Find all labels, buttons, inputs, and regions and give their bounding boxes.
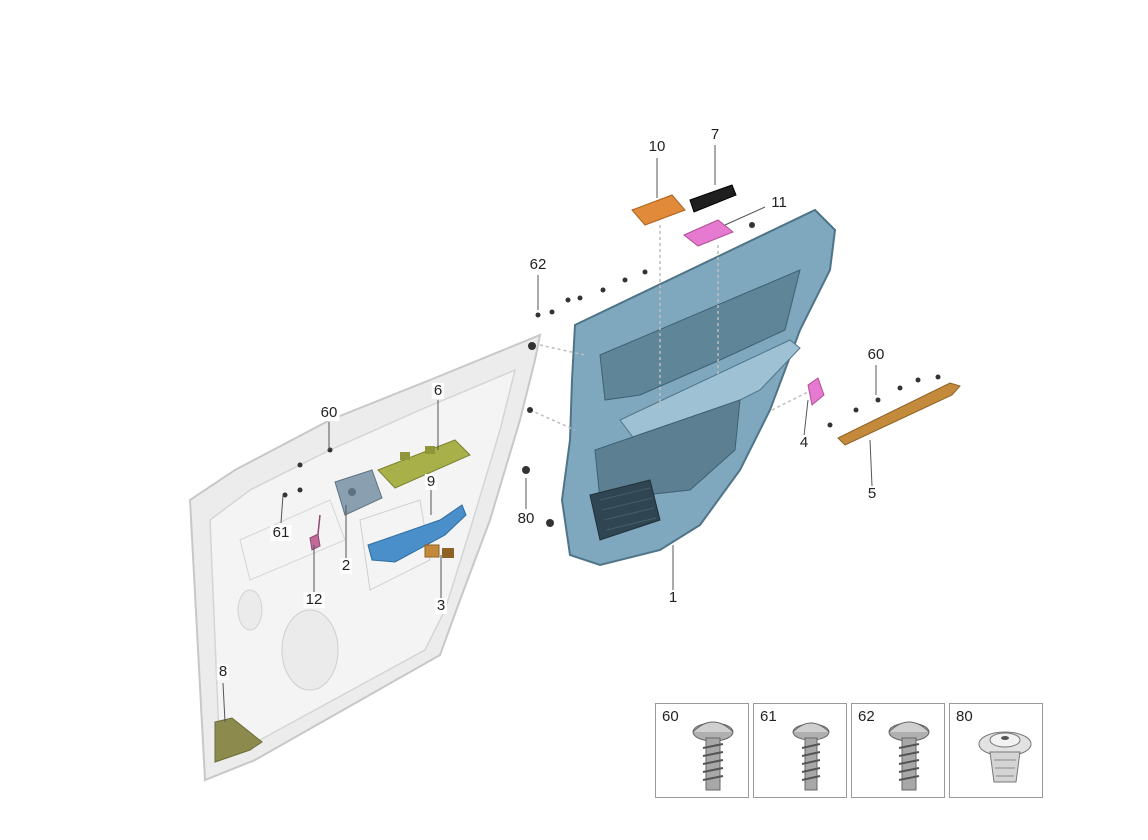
door-trim-panel-1 [560,208,837,567]
callout-80: 80 [515,510,537,527]
switch-bezel-10 [631,194,686,226]
switch-unit-11 [683,219,734,247]
fastener-markers [282,222,941,527]
guide-lines [529,225,809,431]
screw-with-flange-icon [792,722,830,791]
plastic-clip-icon [978,731,1032,783]
screw-with-washer-icon [888,721,930,791]
callout-11: 11 [769,194,789,211]
callout-6: 6 [431,382,445,399]
inner-door-shell [188,333,542,782]
legend-box-80: 80 [949,703,1043,798]
callout-12: 12 [303,591,325,608]
callout-5: 5 [865,485,879,502]
callout-4: 4 [797,434,811,451]
callout-1: 1 [666,589,680,606]
support-bracket-6 [377,439,471,489]
legend-label-80: 80 [956,708,973,725]
connector-12 [309,533,321,551]
screw-with-washer-icon [692,721,734,791]
callout-60-left: 60 [318,404,340,421]
legend-box-61: 61 [753,703,847,798]
speaker-grille [599,487,657,531]
clip-4 [807,377,825,406]
legend-label-62: 62 [858,708,875,725]
callout-3: 3 [434,597,448,614]
callout-8: 8 [216,663,230,680]
callout-62: 62 [527,256,549,273]
callout-60-right: 60 [865,346,887,363]
cable-connector-3 [424,544,454,558]
trim-insert-7 [689,184,737,213]
sound-pad-8 [214,717,263,763]
door-handle-9 [367,504,467,563]
callout-7: 7 [708,126,722,143]
callout-61: 61 [270,524,292,541]
wire-12 [317,514,321,535]
callout-10: 10 [646,138,668,155]
legend-label-60: 60 [662,708,679,725]
trim-strip-5 [837,382,961,446]
callout-9: 9 [424,473,438,490]
callout-2: 2 [339,557,353,574]
leader-lines [222,145,877,723]
legend-box-60: 60 [655,703,749,798]
legend-box-62: 62 [851,703,945,798]
legend-label-61: 61 [760,708,777,725]
lock-carrier-2 [334,469,383,516]
